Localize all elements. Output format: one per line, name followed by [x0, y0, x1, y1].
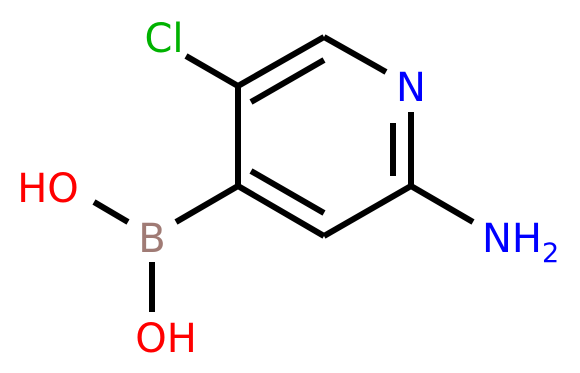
atom-nh2-subscript: 2	[542, 238, 559, 269]
bond-c5-c6-inner	[249, 57, 326, 105]
bond-c4-b	[174, 183, 240, 225]
atom-oh-top: HO	[17, 166, 79, 212]
atom-cl: Cl	[144, 16, 183, 62]
substituent-bonds	[92, 53, 475, 312]
bond-b-o-top	[92, 199, 130, 225]
atom-b: B	[138, 216, 165, 262]
atom-n: N	[396, 65, 426, 111]
bond-c5-c6	[236, 34, 326, 89]
bond-c2-c3	[322, 183, 413, 239]
atom-nh2: NH2	[482, 216, 559, 269]
bond-c3-c4-inner	[249, 168, 326, 216]
atom-nh2-label: NH	[482, 216, 542, 262]
ring-bonds	[235, 34, 414, 239]
atom-oh-bottom: OH	[135, 316, 197, 362]
bond-c2-nh2	[409, 183, 475, 225]
atom-labels: Cl N B HO OH NH2	[17, 16, 559, 362]
bond-c3-c4	[236, 183, 326, 239]
bond-c5-cl	[184, 53, 240, 89]
bond-c6-n1	[322, 34, 388, 75]
